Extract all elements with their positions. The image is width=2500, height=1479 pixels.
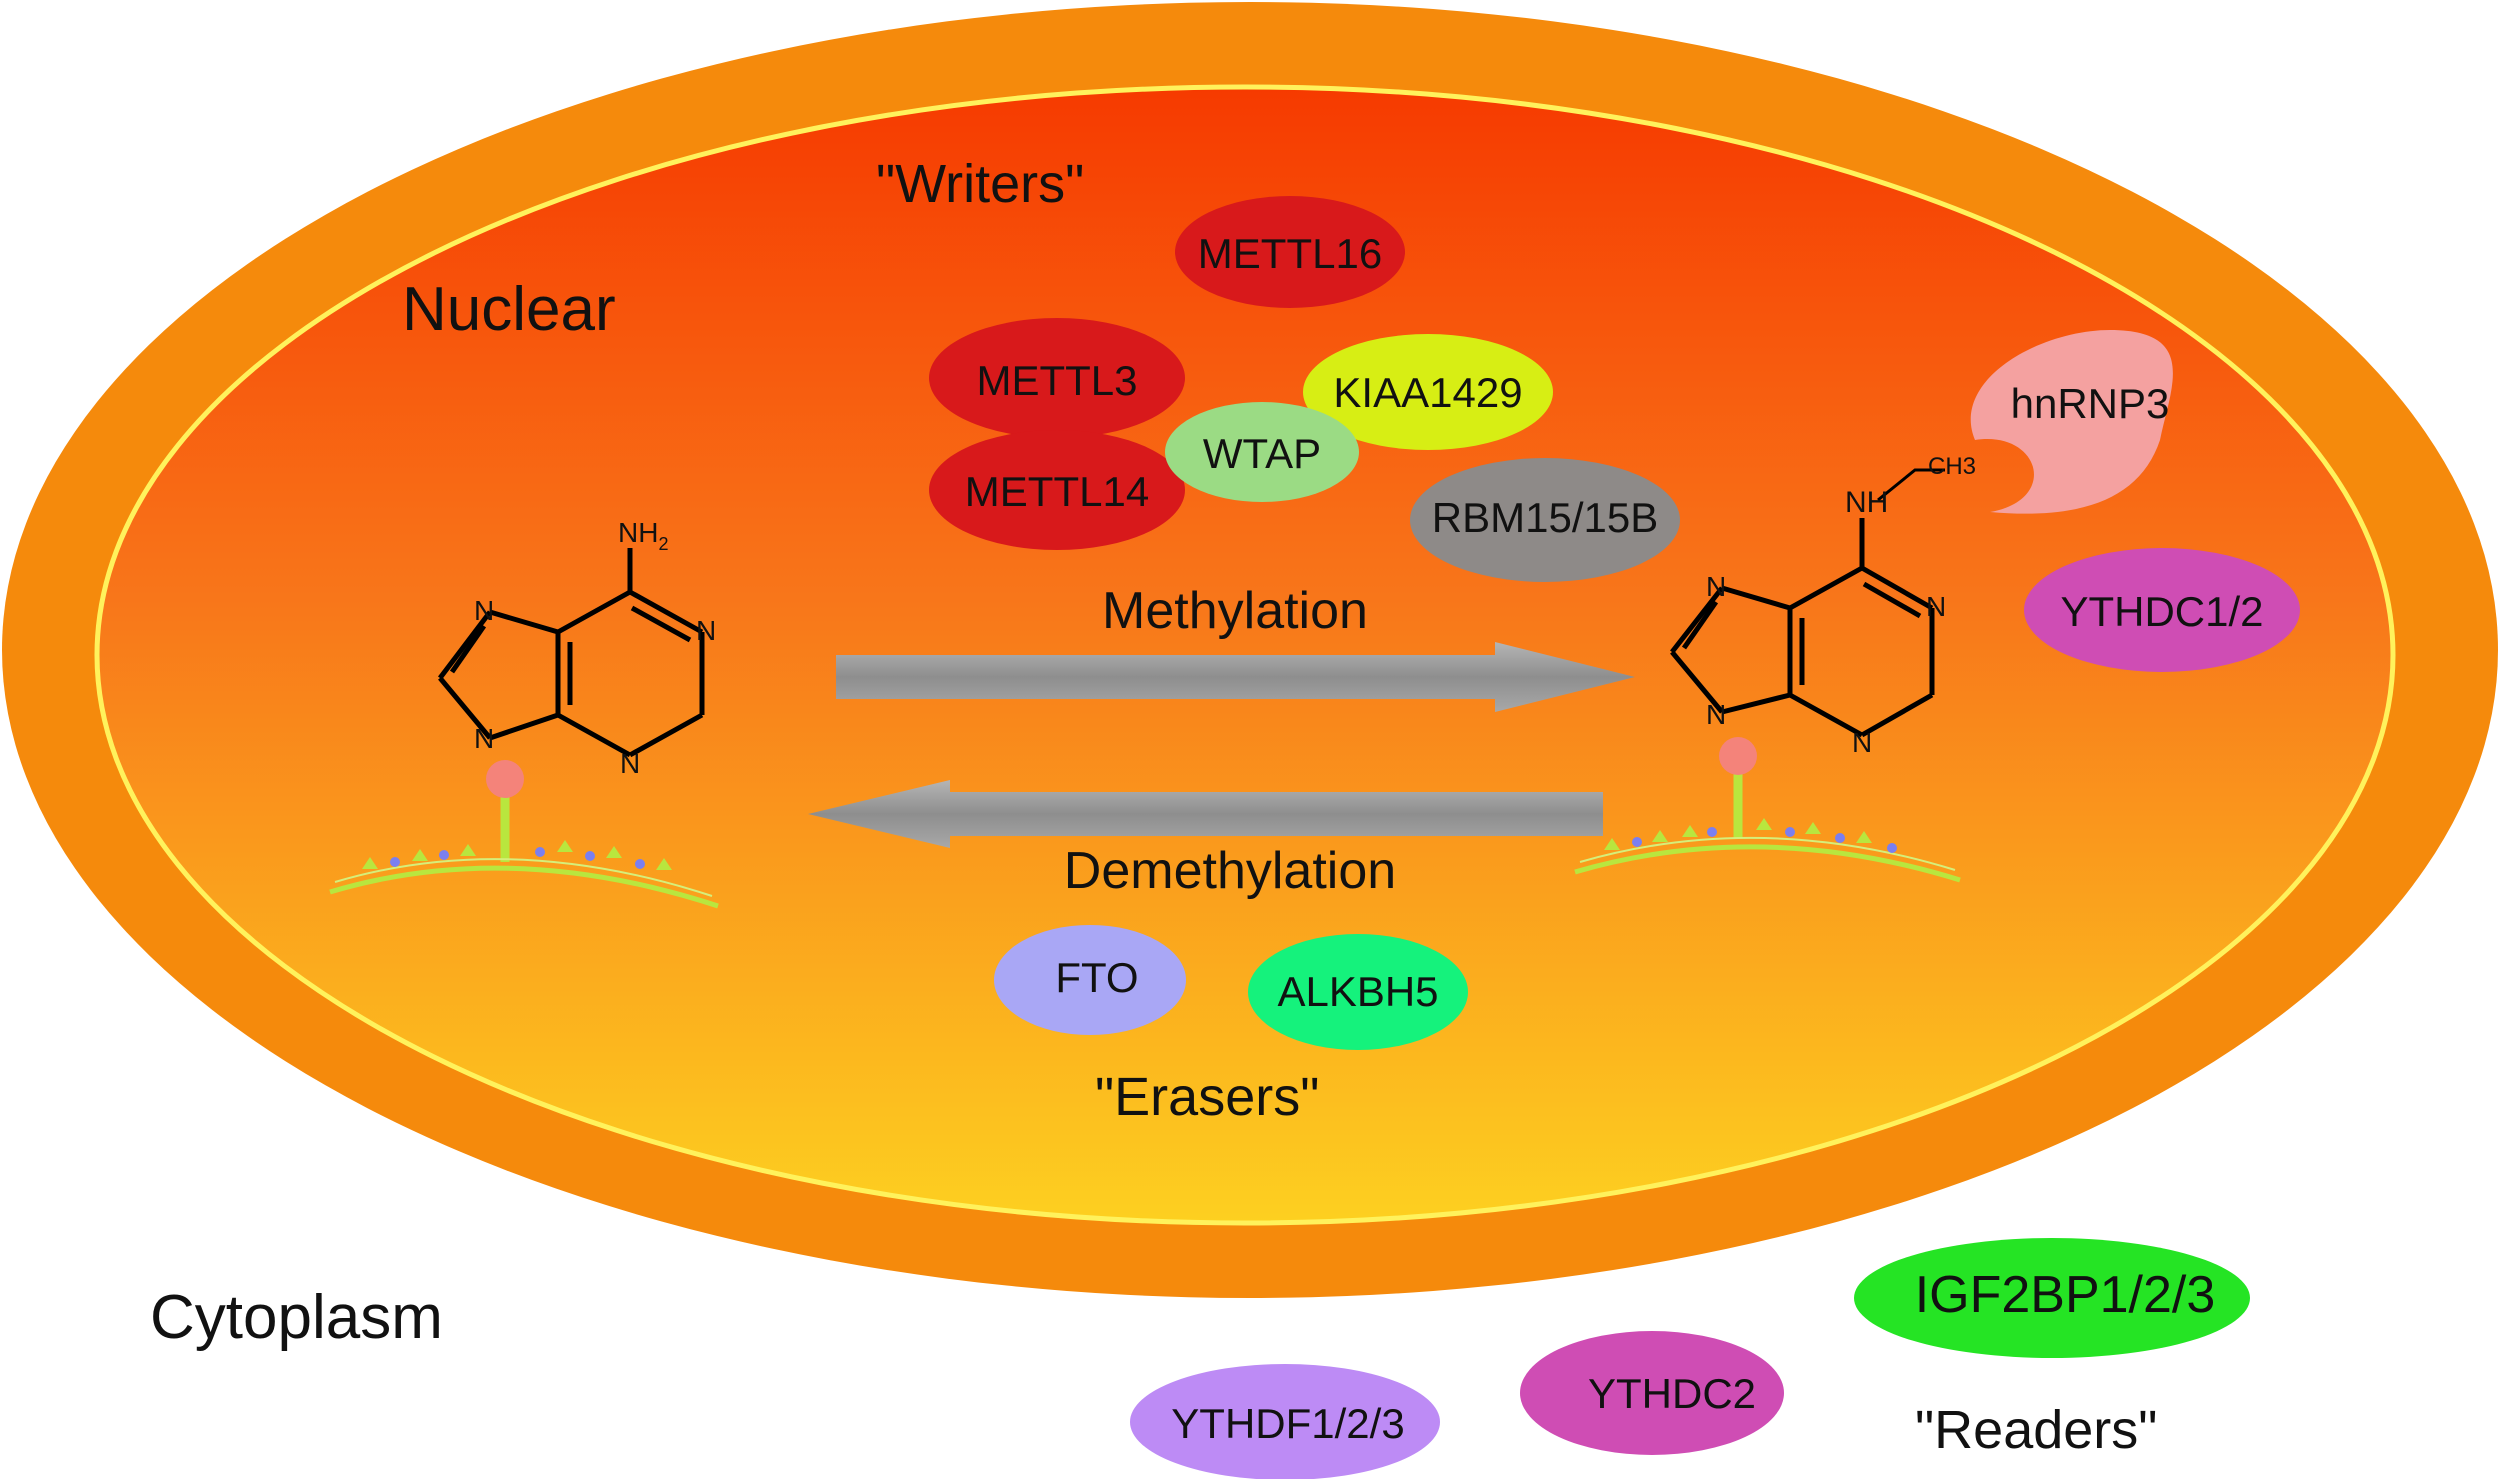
mettl14-text: METTL14 xyxy=(965,468,1149,515)
rna-backbone xyxy=(334,858,713,897)
alkbh5-ellipse xyxy=(1248,934,1468,1050)
writer-wtap: WTAP xyxy=(1165,402,1359,502)
igf2bp-ellipse xyxy=(1854,1238,2250,1358)
methylation-arrow xyxy=(836,642,1635,712)
reader-hnrnp3: hnRNP3 xyxy=(1970,330,2173,514)
cytoplasm-label: Cytoplasm xyxy=(150,1283,443,1352)
writer-mettl14: METTL14 xyxy=(929,430,1185,550)
writers-label: "Writers" xyxy=(876,154,1084,214)
rna-backbone xyxy=(1574,844,1961,883)
rna-strand-right xyxy=(1574,737,1961,883)
n-atom-text: N xyxy=(1706,571,1726,602)
n-atom-text: N xyxy=(474,723,494,754)
mettl3-text: METTL3 xyxy=(976,357,1137,404)
writer-rbm15: RBM15/15B xyxy=(1410,458,1680,582)
igf2bp-text: IGF2BP1/2/3 xyxy=(1915,1266,2216,1324)
hnrnp3-text: hnRNP3 xyxy=(2011,380,2170,427)
fto-text: FTO xyxy=(1055,954,1138,1001)
n-atom-text: N xyxy=(1852,727,1872,758)
reader-igf2bp: IGF2BP1/2/3 xyxy=(1854,1238,2250,1358)
adenosine-molecule xyxy=(438,548,705,758)
demethylation-arrow xyxy=(808,780,1603,848)
ythdc2-ellipse xyxy=(1520,1331,1784,1455)
nucleotide-markers xyxy=(1604,818,1897,853)
adenosine-atoms: NH2 N N N N xyxy=(474,517,716,779)
erasers-label: "Erasers" xyxy=(1095,1067,1319,1127)
rna-backbone xyxy=(329,865,719,909)
amine-nh2-text: NH2 xyxy=(618,517,668,554)
kiaa1429-text: KIAA1429 xyxy=(1333,369,1522,416)
rna-backbone xyxy=(1579,836,1956,871)
ythdf-ellipse xyxy=(1130,1364,1440,1479)
m6a-atoms: NH CH3 N N N N xyxy=(1706,453,1976,758)
alkbh5-text: ALKBH5 xyxy=(1277,968,1438,1015)
n-atom-text: N xyxy=(1926,591,1946,622)
n-atom-text: N xyxy=(696,615,716,646)
fto-ellipse xyxy=(994,925,1186,1035)
rbm15-text: RBM15/15B xyxy=(1432,494,1658,541)
ythdc2-text: YTHDC2 xyxy=(1588,1370,1756,1417)
ch3-text: CH3 xyxy=(1928,453,1976,480)
ythdc12-text: YTHDC1/2 xyxy=(2060,588,2263,635)
hnrnp3-shape xyxy=(1970,330,2173,514)
reader-ythdc2: YTHDC2 xyxy=(1520,1331,1784,1455)
ythdc12-ellipse xyxy=(2024,548,2300,672)
readers-label: "Readers" xyxy=(1915,1400,2157,1460)
mettl14-ellipse xyxy=(929,430,1185,550)
rna-strand-left xyxy=(329,760,719,909)
nuclear-label: Nuclear xyxy=(402,275,616,344)
writer-mettl16: METTL16 xyxy=(1175,196,1405,308)
eraser-fto: FTO xyxy=(994,925,1186,1035)
kiaa1429-ellipse xyxy=(1303,334,1553,450)
methylation-arrow-shape xyxy=(836,642,1635,712)
nucleotide-markers xyxy=(362,840,672,870)
wtap-ellipse xyxy=(1165,402,1359,502)
n-atom-text: N xyxy=(620,748,640,779)
rbm15-ellipse xyxy=(1410,458,1680,582)
mettl3-ellipse xyxy=(929,318,1185,438)
eraser-alkbh5: ALKBH5 xyxy=(1248,934,1468,1050)
ythdf-text: YTHDF1/2/3 xyxy=(1171,1400,1404,1447)
writer-mettl3: METTL3 xyxy=(929,318,1185,438)
demethylation-arrow-shape xyxy=(808,780,1603,848)
m6a-molecule xyxy=(1670,468,1945,738)
methyl-site-dot xyxy=(1719,737,1757,775)
mettl16-text: METTL16 xyxy=(1198,230,1382,277)
nh-text: NH xyxy=(1845,486,1888,519)
methylation-label: Methylation xyxy=(1102,582,1368,640)
demethylation-label: Demethylation xyxy=(1064,842,1396,900)
reader-ythdc12: YTHDC1/2 xyxy=(2024,548,2300,672)
n-atom-text: N xyxy=(1706,699,1726,730)
wtap-text: WTAP xyxy=(1203,430,1321,477)
mettl16-ellipse xyxy=(1175,196,1405,308)
n-atom-text: N xyxy=(474,595,494,626)
methyl-site-dot xyxy=(486,760,524,798)
reader-ythdf: YTHDF1/2/3 xyxy=(1130,1364,1440,1479)
writer-kiaa1429: KIAA1429 xyxy=(1303,334,1553,450)
